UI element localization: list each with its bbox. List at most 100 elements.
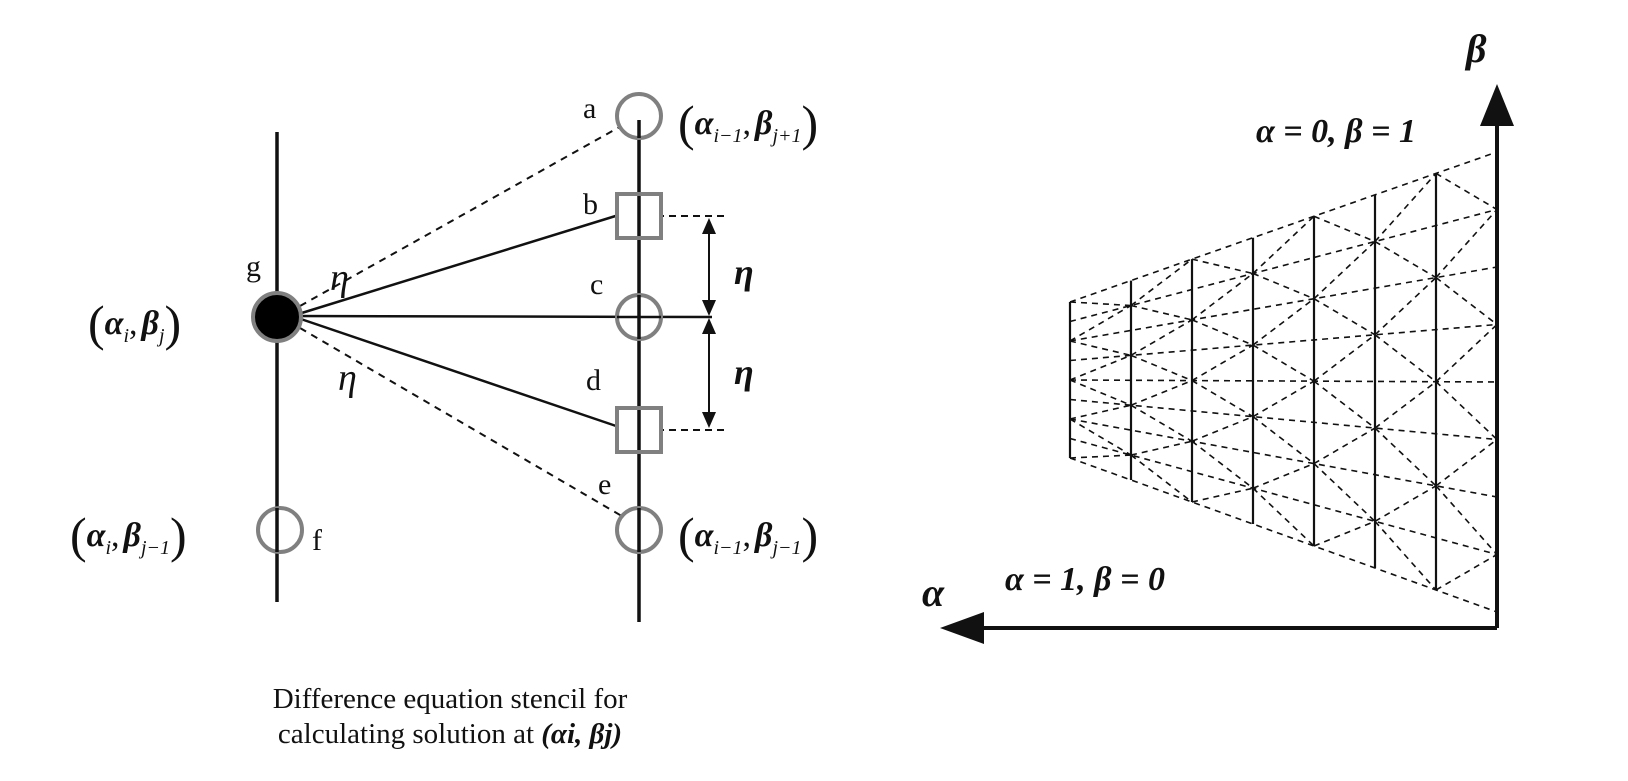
grid-diagonal-line: [1130, 319, 1193, 357]
grid-diagonal-line: [1130, 454, 1193, 503]
grid-diagonal-line: [1252, 344, 1315, 382]
grid-row-line: [1069, 398, 1498, 441]
grid-diagonal-line: [1069, 379, 1132, 406]
grid-diagonal-line: [1435, 276, 1498, 326]
grid-diagonal-line: [1313, 215, 1376, 243]
beta-axis-label: β: [1464, 26, 1487, 71]
grid-diagram: β α α = 0, β = 1 α = 1, β = 0: [922, 26, 1514, 644]
grid-diagonal-line: [1435, 485, 1498, 556]
alpha-axis-label: α: [922, 570, 945, 615]
grid-diagonal-line: [1313, 380, 1376, 429]
grid-row-line: [1069, 151, 1498, 303]
label-e: e: [598, 468, 611, 501]
dashed-g-to-a: [299, 119, 633, 307]
grid-diagonal-line: [1191, 440, 1254, 489]
grid-row-line: [1069, 379, 1498, 383]
grid-diagonal-line: [1069, 301, 1132, 307]
eta-lower-line: η: [338, 357, 357, 399]
caption-line-2: calculating solution at (αi, βj): [180, 717, 720, 752]
grid-diagonal-line: [1435, 553, 1498, 591]
grid-diagonal-line: [1130, 404, 1193, 442]
grid-diagonal-line: [1191, 415, 1254, 443]
grid-diagonal-line: [1252, 380, 1315, 418]
grid-diagonal-line: [1313, 334, 1376, 382]
grid-diagonal-line: [1252, 215, 1315, 275]
solid-g-to-b: [291, 212, 623, 318]
coord-e: (αi−1,βj−1): [678, 507, 818, 563]
solid-g-to-d: [291, 314, 623, 430]
node-g: [251, 291, 303, 343]
grid-diagonal-line: [1374, 520, 1437, 591]
grid-row-line: [1069, 208, 1498, 323]
stencil-caption: Difference equation stencil for calculat…: [180, 682, 720, 752]
grid-lines: [1068, 151, 1498, 613]
grid-diagonal-line: [1435, 172, 1498, 211]
grid-diagonal-line: [1130, 354, 1193, 382]
label-g: g: [246, 250, 261, 283]
alpha-axis-arrowhead: [940, 612, 984, 644]
corner-label-top: α = 0, β = 1: [1256, 113, 1416, 150]
grid-diagonal-line: [1313, 240, 1376, 300]
grid-diagonal-line: [1069, 404, 1132, 420]
caption-line-1: Difference equation stencil for: [272, 683, 628, 715]
label-d: d: [586, 364, 601, 397]
caption-math: (αi, βj): [541, 718, 623, 750]
grid-diagonal-line: [1252, 298, 1315, 346]
coord-f: (αi,βj−1): [70, 507, 187, 563]
beta-axis-arrowhead: [1480, 84, 1514, 126]
grid-diagonal-line: [1191, 272, 1254, 321]
grid-diagonal-line: [1191, 258, 1254, 275]
grid-diagonal-line: [1069, 304, 1132, 342]
grid-diagonal-line: [1435, 208, 1498, 279]
coord-a: (αi−1,βj+1): [678, 95, 818, 151]
grid-diagonal-line: [1313, 298, 1376, 336]
grid-diagonal-line: [1374, 172, 1437, 243]
grid-row-line: [1069, 437, 1498, 556]
grid-diagonal-line: [1069, 340, 1132, 357]
grid-diagonal-line: [1191, 379, 1254, 418]
arrowhead-upper-bottom: [702, 300, 716, 316]
grid-diagonal-line: [1130, 440, 1193, 456]
grid-diagonal-line: [1069, 418, 1132, 456]
grid-diagonal-line: [1130, 304, 1193, 321]
grid-diagonal-line: [1374, 381, 1437, 429]
grid-diagonal-line: [1252, 487, 1315, 547]
grid-row-line: [1069, 323, 1498, 362]
grid-row-line: [1069, 457, 1498, 613]
grid-diagonal-line: [1252, 416, 1315, 465]
grid-diagonal-line: [1374, 276, 1437, 336]
grid-diagonal-line: [1130, 379, 1193, 406]
grid-diagonal-line: [1191, 344, 1254, 382]
corner-label-bottom: α = 1, β = 0: [1005, 561, 1165, 598]
grid-diagonal-line: [1374, 240, 1437, 279]
grid-diagonal-line: [1130, 258, 1193, 307]
grid-diagonal-line: [1435, 323, 1498, 383]
arrowhead-lower-bottom: [702, 412, 716, 428]
grid-diagonal-line: [1374, 427, 1437, 487]
grid-diagonal-line: [1069, 354, 1132, 381]
arrowhead-upper-top: [702, 218, 716, 234]
eta-dim-upper: η: [734, 252, 754, 292]
label-a: a: [583, 92, 596, 125]
grid-diagonal-line: [1435, 438, 1498, 487]
grid-diagonal-line: [1313, 427, 1376, 465]
label-c: c: [590, 268, 603, 301]
eta-upper-line: η: [330, 257, 349, 299]
label-f: f: [312, 524, 322, 557]
stencil-diagram: a b c d e f g η η η η (αi,βj) (αi−1,βj+1…: [70, 92, 818, 622]
node-f: [256, 506, 304, 554]
caption-line-2-text: calculating solution at: [277, 718, 542, 750]
label-b: b: [583, 188, 598, 221]
coord-g: (αi,βj): [88, 295, 181, 351]
grid-diagonal-line: [1252, 462, 1315, 489]
grid-diagonal-line: [1374, 485, 1437, 523]
eta-dim-lower: η: [734, 352, 754, 392]
grid-diagonal-line: [1435, 381, 1498, 441]
grid-diagonal-line: [1252, 272, 1315, 300]
grid-diagonal-line: [1313, 520, 1376, 547]
arrowhead-lower-top: [702, 318, 716, 334]
grid-diagonal-line: [1069, 454, 1132, 459]
grid-diagonal-line: [1191, 487, 1254, 503]
